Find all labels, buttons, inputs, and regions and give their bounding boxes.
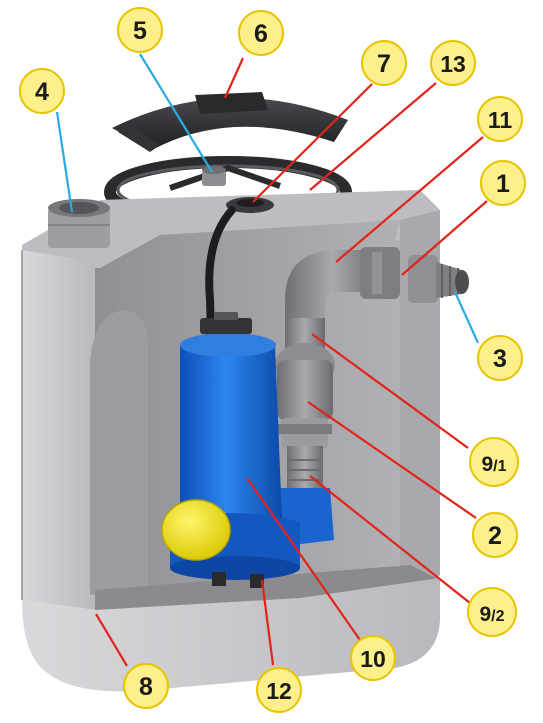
callout-10: 10 xyxy=(350,635,396,681)
svg-text:11: 11 xyxy=(488,107,513,133)
leader-12 xyxy=(260,579,275,666)
leader-2 xyxy=(307,401,477,519)
callout-6: 6 xyxy=(238,10,284,56)
callout-8: 8 xyxy=(123,663,169,709)
svg-text:7: 7 xyxy=(377,50,391,78)
svg-text:12: 12 xyxy=(266,678,292,704)
callout-11: 11 xyxy=(477,96,523,142)
callout-13: 13 xyxy=(430,40,476,86)
callout-3: 3 xyxy=(477,335,523,381)
callout-9-2: 9/2 xyxy=(467,587,517,637)
leader-3 xyxy=(453,291,480,344)
svg-text:6: 6 xyxy=(254,20,268,48)
pump-feet xyxy=(212,572,264,588)
float-switch xyxy=(161,499,231,561)
svg-text:2: 2 xyxy=(488,522,502,550)
outlet-union xyxy=(360,247,400,299)
leader-9-1 xyxy=(311,333,469,449)
callout-4: 4 xyxy=(19,68,65,114)
callout-7: 7 xyxy=(361,40,407,86)
svg-text:9/1: 9/1 xyxy=(481,453,506,476)
check-valve xyxy=(275,343,335,448)
vent-connector xyxy=(202,166,226,186)
lid xyxy=(112,92,348,152)
callouts: 1 2 3 4 5 6 7 8 xyxy=(19,7,526,713)
svg-text:9/2: 9/2 xyxy=(479,603,504,626)
leader-4 xyxy=(55,111,74,213)
svg-text:5: 5 xyxy=(133,17,147,45)
hose-barb-fitting xyxy=(408,255,469,303)
elbow xyxy=(285,250,380,320)
svg-text:1: 1 xyxy=(496,170,510,198)
svg-text:10: 10 xyxy=(360,646,386,672)
riser-pipe-lower xyxy=(287,446,323,492)
leader-13 xyxy=(309,82,437,191)
callout-12: 12 xyxy=(256,667,302,713)
callout-2: 2 xyxy=(472,512,518,558)
svg-text:4: 4 xyxy=(35,78,49,106)
callout-5: 5 xyxy=(117,7,163,53)
leader-11 xyxy=(335,136,484,263)
leader-6 xyxy=(223,57,245,99)
leader-8 xyxy=(95,613,128,667)
svg-text:8: 8 xyxy=(139,673,153,701)
leader-1 xyxy=(401,200,488,276)
leader-10 xyxy=(246,477,361,641)
svg-text:3: 3 xyxy=(493,345,507,373)
leader-7 xyxy=(252,83,373,203)
leader-9-2 xyxy=(309,475,471,604)
callout-9-1: 9/1 xyxy=(469,437,519,487)
leader-lines xyxy=(55,53,488,667)
svg-text:13: 13 xyxy=(440,51,466,77)
leader-5 xyxy=(139,53,213,173)
cable-grommet xyxy=(226,197,274,213)
inlet-socket xyxy=(48,199,110,248)
callout-1: 1 xyxy=(480,160,526,206)
